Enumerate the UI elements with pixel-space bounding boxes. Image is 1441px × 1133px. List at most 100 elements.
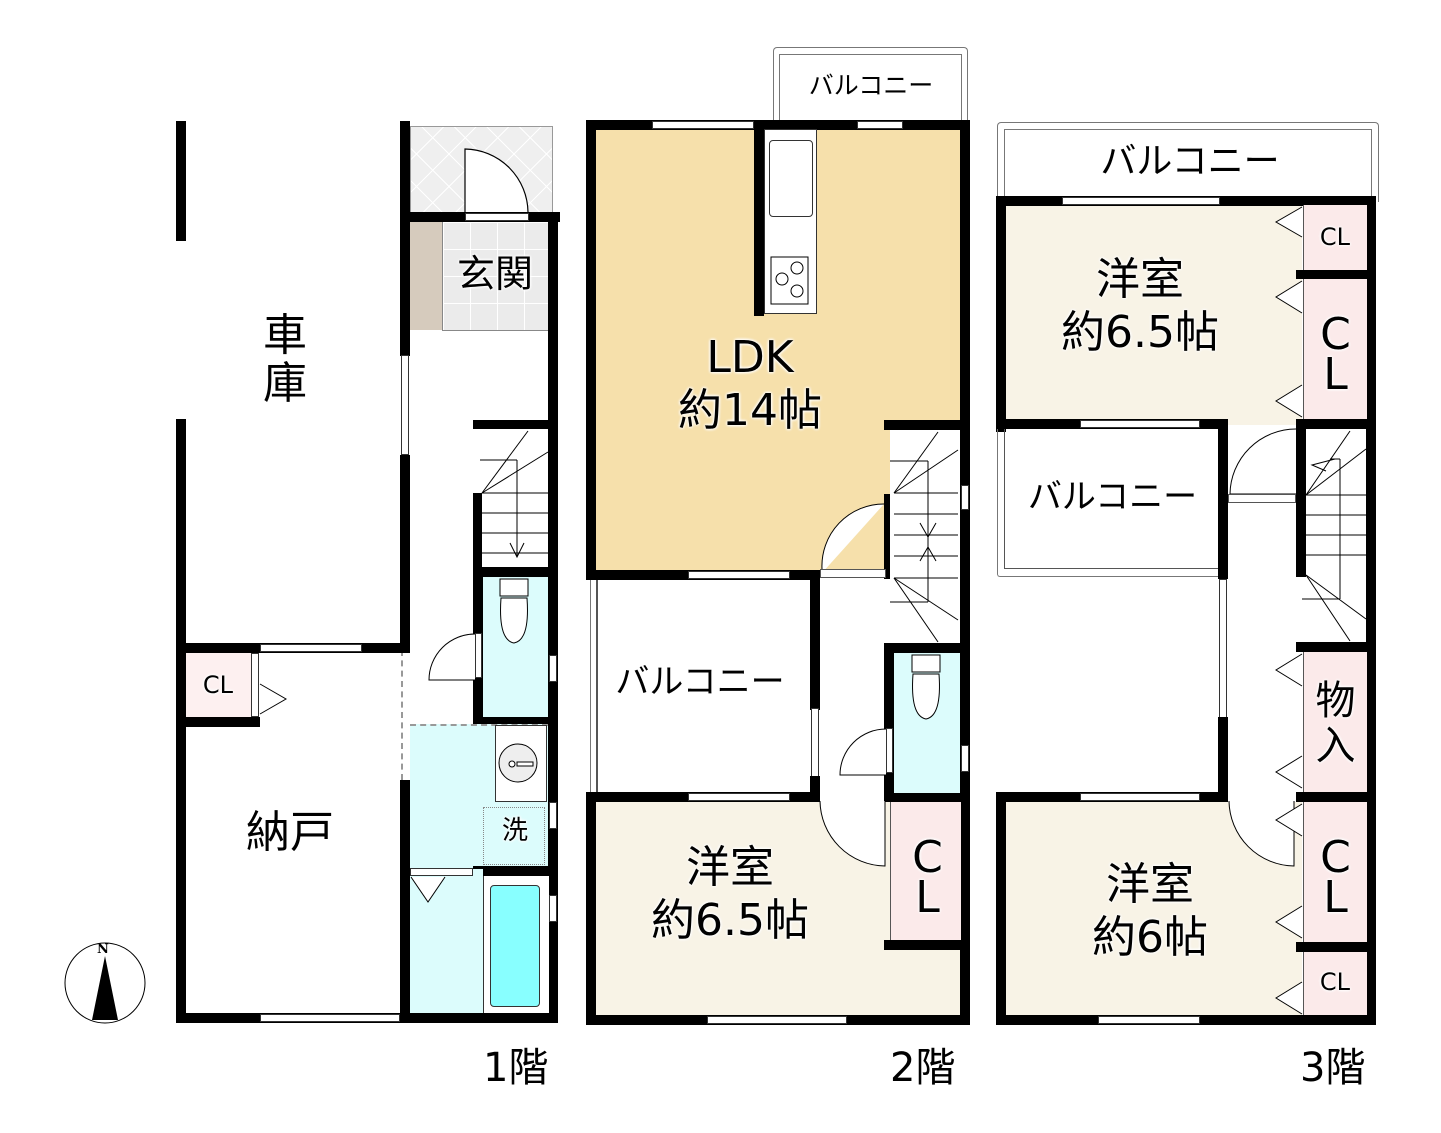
western-3f-1-size: 約6.5帖 bbox=[1061, 307, 1219, 358]
closet-2f bbox=[890, 802, 961, 940]
f2-wall-left bbox=[586, 120, 596, 578]
f3-wall-right bbox=[1366, 196, 1376, 1023]
closet-door-swing bbox=[259, 683, 288, 715]
ldk-window-bottom bbox=[688, 571, 790, 579]
bath-door-swing bbox=[410, 876, 446, 903]
storage-3f-wall-bottom bbox=[1296, 792, 1376, 802]
balcony-3f-top-inner bbox=[1004, 129, 1372, 203]
bath-window bbox=[549, 895, 557, 922]
bath-door bbox=[410, 868, 473, 876]
closet-3f-small-1 bbox=[1303, 205, 1367, 270]
closet-3f-tall-2-l: L bbox=[1323, 872, 1348, 923]
ldk-size: 約14帖 bbox=[678, 385, 822, 436]
storage-3f-wall-top bbox=[1296, 642, 1376, 652]
closet-3f-small-2 bbox=[1303, 952, 1367, 1015]
western-3f-2-door-swing bbox=[1228, 800, 1295, 867]
closet-3f-divider-3 bbox=[1296, 942, 1376, 952]
closet-3f-tall-2-c: C bbox=[1320, 832, 1351, 883]
closet-2f-c: C bbox=[912, 832, 943, 883]
washer-label: 洗 bbox=[501, 816, 528, 846]
kitchen-wall bbox=[754, 128, 764, 316]
toilet-2f-wall-bottom bbox=[884, 793, 970, 802]
closet-3f-small-1-label: CL bbox=[1319, 223, 1351, 251]
western-3f-2-window-bottom bbox=[1098, 1016, 1200, 1024]
washer-space bbox=[483, 807, 545, 865]
f1-right-wall bbox=[548, 212, 558, 1023]
f3-wall-left-top bbox=[996, 196, 1006, 432]
closet-3f-tall-1-c: C bbox=[1320, 309, 1351, 360]
closet-1f bbox=[186, 653, 252, 717]
hall-window-left bbox=[401, 355, 409, 455]
toilet-2f-door bbox=[886, 728, 893, 773]
balcony-wall-right bbox=[810, 570, 820, 710]
shoe-cabinet bbox=[410, 222, 442, 330]
balcony-3f-mid-wall-right bbox=[1218, 419, 1228, 579]
balcony-3f-top-label: バルコニー bbox=[1100, 141, 1280, 182]
garage-wall-left-top bbox=[176, 121, 186, 241]
sliding-door-dots bbox=[401, 650, 407, 780]
entrance-door-swing bbox=[464, 148, 529, 213]
toilet-wall-top bbox=[473, 567, 558, 577]
balcony-door-2f bbox=[857, 121, 903, 129]
closet-2f-l: L bbox=[915, 872, 940, 923]
balcony-2f-top bbox=[773, 47, 968, 125]
closet-3f-small-2-label: CL bbox=[1319, 968, 1351, 996]
f2-wall-top bbox=[586, 120, 970, 130]
storage-3f-label-2: 入 bbox=[1315, 723, 1356, 769]
balcony-window-right bbox=[811, 708, 819, 778]
storage-3f-label-1: 物 bbox=[1315, 678, 1356, 724]
toilet-door bbox=[475, 633, 482, 678]
closet-3f-door-swings-bottom bbox=[1275, 803, 1303, 1015]
closet-3f-door-swings-top bbox=[1274, 206, 1303, 418]
stair-wall-top bbox=[473, 420, 558, 429]
toilet-2f-wall-left bbox=[884, 643, 894, 803]
balcony-2f-mid bbox=[590, 580, 811, 792]
western-2f-name: 洋室 bbox=[686, 842, 774, 893]
entrance-label: 玄関 bbox=[456, 252, 533, 296]
sink-icon bbox=[769, 140, 813, 217]
closet-3f-tall-2 bbox=[1303, 802, 1367, 942]
stair-2f-wall-top bbox=[884, 420, 970, 430]
ldk-door-sill bbox=[820, 569, 886, 578]
balcony-3f-mid-label: バルコニー bbox=[1027, 477, 1198, 517]
western-2f-window-top bbox=[688, 793, 790, 801]
balcony-2f-top-inner bbox=[779, 54, 962, 126]
ldk-window-top bbox=[652, 121, 754, 129]
hall-3f-window bbox=[1219, 579, 1227, 719]
western-2f-door-swing bbox=[819, 800, 886, 867]
western-2f-size: 約6.5帖 bbox=[651, 895, 809, 946]
ldk-door-swing bbox=[821, 503, 885, 573]
balcony-3f-mid-rail bbox=[1004, 429, 1218, 569]
balcony-3f-mid bbox=[997, 429, 1218, 577]
storage-window-top bbox=[260, 644, 362, 652]
garage-label: 車庫 bbox=[263, 310, 307, 410]
balcony-3f-top bbox=[997, 122, 1379, 202]
stair-2f-window bbox=[961, 485, 969, 510]
stair-2f-wall-left bbox=[884, 494, 894, 579]
floor-3-label: 3階 bbox=[1300, 1045, 1366, 1091]
closet-2f-wall-bottom bbox=[884, 940, 970, 950]
toilet-door-swing bbox=[428, 633, 476, 681]
ldk-label: LDK bbox=[706, 332, 794, 383]
compass-icon bbox=[64, 942, 146, 1024]
storage-window-bottom bbox=[260, 1014, 400, 1022]
washbasin-icon bbox=[498, 743, 538, 783]
western-3f-1-name: 洋室 bbox=[1096, 254, 1184, 305]
closet-3f-tall-1-l: L bbox=[1323, 349, 1348, 400]
toilet-icon bbox=[499, 578, 529, 644]
hall-wall-left-upper bbox=[400, 320, 410, 356]
western-3f-1-window-top bbox=[1062, 197, 1220, 205]
closet-3f-divider-1 bbox=[1296, 270, 1376, 279]
floor-1-label: 1階 bbox=[483, 1045, 549, 1091]
wash-wall-top bbox=[473, 717, 558, 724]
closet-1f-door bbox=[251, 653, 259, 717]
balcony-2f-top-label: バルコニー bbox=[808, 71, 934, 100]
entrance-floor bbox=[442, 222, 551, 331]
balcony-wall-right-lower bbox=[810, 776, 820, 802]
stairs-2f-floor bbox=[890, 430, 960, 645]
stairs-1f bbox=[480, 430, 549, 559]
stairs-2f bbox=[890, 431, 959, 643]
stair-wall-left bbox=[473, 493, 482, 578]
bathtub-icon bbox=[490, 885, 540, 1007]
stairs-3f bbox=[1302, 430, 1367, 642]
